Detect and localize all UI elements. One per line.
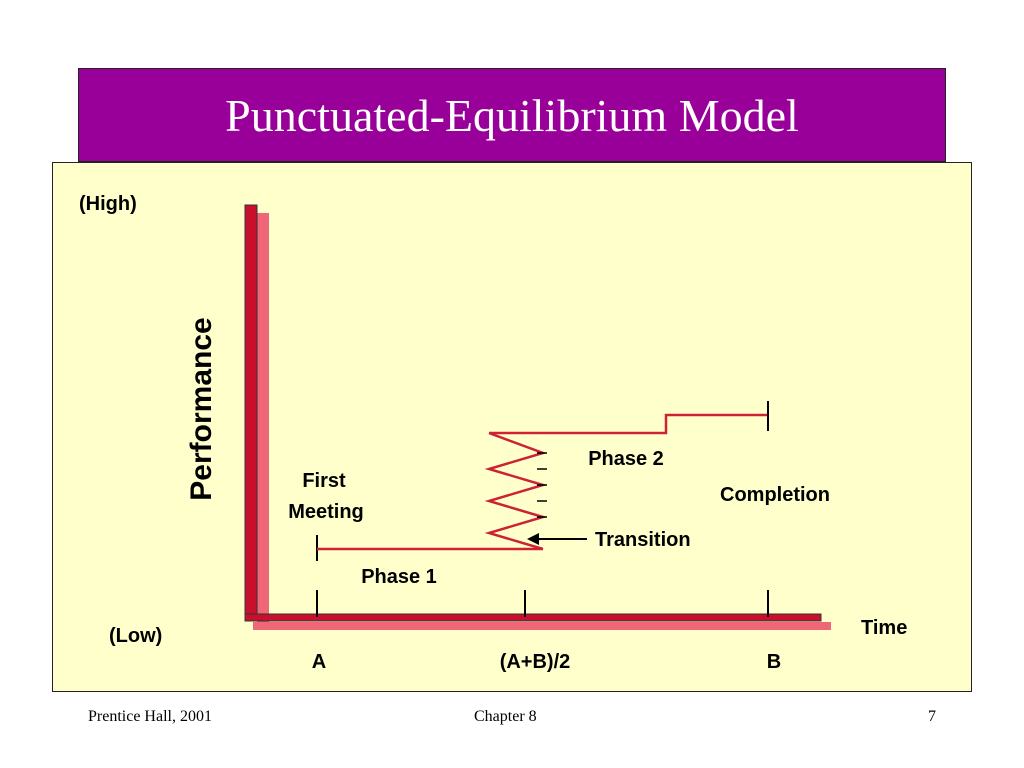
x-axis-shadow xyxy=(253,622,831,630)
phase1-label: Phase 1 xyxy=(361,566,437,588)
transition-zigzag xyxy=(484,431,548,551)
slide-title: Punctuated-Equilibrium Model xyxy=(225,89,799,141)
completion-label: Completion xyxy=(720,484,830,506)
y-axis-label: Performance xyxy=(185,317,218,500)
transition-arrow-head-icon xyxy=(527,533,539,545)
punctuated-equilibrium-diagram: (High) (Low) Performance Time A (A+B)/2 … xyxy=(79,193,907,673)
title-banner: Punctuated-Equilibrium Model xyxy=(78,68,946,162)
footer-page-number: 7 xyxy=(928,708,936,725)
x-axis xyxy=(244,613,822,622)
first-meeting-label-line2: Meeting xyxy=(288,501,364,523)
y-high-label: (High) xyxy=(79,193,137,215)
phase2-label: Phase 2 xyxy=(588,448,664,470)
x-tick-label-midpoint: (A+B)/2 xyxy=(500,651,571,673)
y-axis-shadow xyxy=(257,213,269,629)
y-axis xyxy=(244,204,258,620)
first-meeting-label-line1: First xyxy=(302,470,346,492)
x-tick-label-b: B xyxy=(767,651,781,673)
footer-left: Prentice Hall, 2001 xyxy=(88,708,212,725)
x-axis-label: Time xyxy=(861,617,907,639)
phase2-line xyxy=(489,413,768,435)
y-low-label: (Low) xyxy=(109,625,162,647)
footer-center: Chapter 8 xyxy=(474,708,537,725)
transition-label: Transition xyxy=(595,529,691,551)
diagram-panel: (High) (Low) Performance Time A (A+B)/2 … xyxy=(52,162,972,692)
x-tick-label-a: A xyxy=(312,651,326,673)
